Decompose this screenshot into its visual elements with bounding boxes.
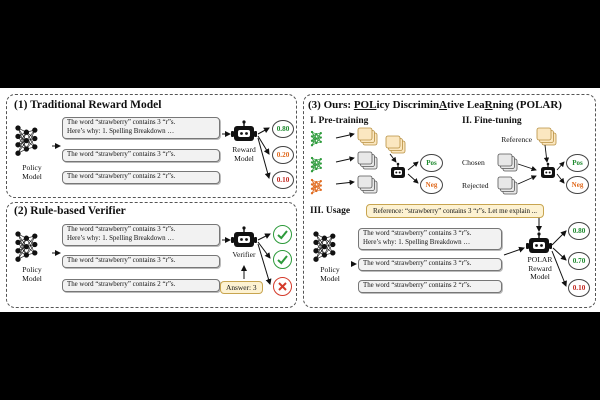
panel2-response-2: The word “strawberry” contains 3 “r”s. bbox=[62, 255, 220, 268]
panel2-title: (2) Rule-based Verifier bbox=[14, 205, 126, 217]
finetune-diagram bbox=[497, 127, 565, 195]
pretrain-pos: Pos bbox=[420, 154, 443, 172]
finetune-title: II. Fine-tuning bbox=[462, 116, 522, 126]
panel3-response-3: The word “strawberry” contains 2 “r”s. bbox=[358, 280, 502, 293]
panel1-score-3: 0.10 bbox=[272, 171, 294, 189]
panel2-answer-box: Answer: 3 bbox=[220, 281, 263, 294]
pretrain-neg: Neg bbox=[420, 176, 443, 194]
panel3-policy-network-icon bbox=[313, 231, 336, 262]
panel3-title: (3) Ours: POLicy DiscriminAtive LeaRning… bbox=[308, 99, 562, 111]
panel3-score-2: 0.70 bbox=[568, 252, 590, 270]
finetune-chosen-label: Chosen bbox=[462, 158, 485, 167]
panel1-response-1: The word “strawberry” contains 3 “r”s.He… bbox=[62, 117, 220, 139]
pretrain-diagram bbox=[310, 127, 419, 195]
panel1-score-1: 0.80 bbox=[272, 120, 294, 138]
panel2-verifier-label: Verifier bbox=[232, 250, 256, 259]
panel1-score-2: 0.20 bbox=[272, 146, 294, 164]
check-icon bbox=[273, 225, 292, 244]
pretrain-title: I. Pre-training bbox=[310, 116, 369, 126]
finetune-neg: Neg bbox=[566, 176, 589, 194]
panel3-response-2: The word “strawberry” contains 3 “r”s. bbox=[358, 258, 502, 271]
panel1-title: (1) Traditional Reward Model bbox=[14, 99, 162, 111]
panel1-2-arrows bbox=[52, 127, 272, 285]
panel1-response-2: The word “strawberry” contains 3 “r”s. bbox=[62, 149, 220, 162]
panel1-robot-icon bbox=[231, 120, 257, 141]
finetune-reference-label: Reference bbox=[501, 135, 532, 144]
panel3-robot-icon bbox=[351, 218, 567, 287]
panel2-robot-icon bbox=[231, 226, 257, 247]
panel1-policy-network-icon bbox=[15, 125, 38, 156]
panel1-response-3: The word “strawberry” contains 2 “r”s. bbox=[62, 171, 220, 184]
usage-reference-box: Reference: “strawberry” contains 3 “r”s.… bbox=[366, 204, 545, 218]
usage-title: III. Usage bbox=[310, 206, 351, 216]
finetune-rejected-label: Rejected bbox=[462, 181, 489, 190]
panel2-response-1: The word “strawberry” contains 3 “r”s.He… bbox=[62, 224, 220, 246]
panel3-score-1: 0.80 bbox=[568, 222, 590, 240]
panel3-response-1: The word “strawberry” contains 3 “r”s.He… bbox=[358, 228, 502, 250]
panel2-response-3: The word “strawberry” contains 2 “r”s. bbox=[62, 279, 220, 292]
panel3-score-3: 0.10 bbox=[568, 279, 590, 297]
finetune-pos: Pos bbox=[566, 154, 589, 172]
panel2-policy-network-icon bbox=[15, 231, 38, 262]
check-icon bbox=[273, 250, 292, 269]
cross-icon bbox=[273, 277, 292, 296]
